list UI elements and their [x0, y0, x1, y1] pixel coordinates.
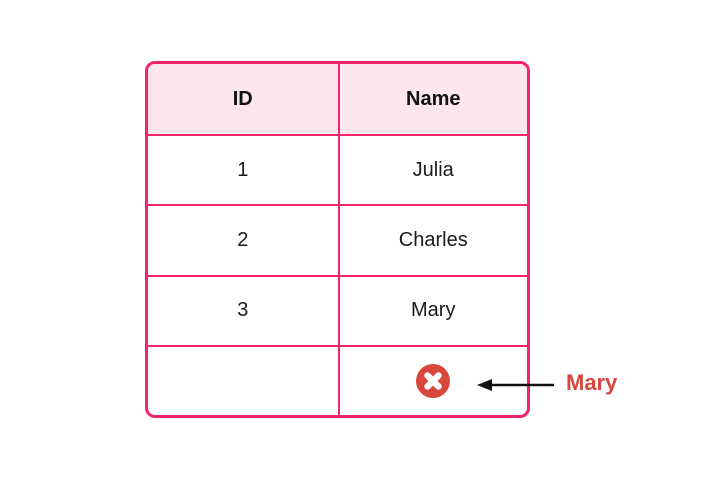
header-cell-name: Name — [337, 64, 527, 135]
cell-value: 3 — [237, 299, 249, 322]
arrow-head — [477, 379, 492, 391]
cell-name-row4-rejected — [337, 344, 527, 415]
error-cross-icon — [416, 363, 451, 398]
cell-name-row3: Mary — [337, 274, 527, 345]
cell-value: Charles — [398, 228, 468, 251]
cross-stroke — [424, 372, 442, 390]
cell-id-row3: 3 — [148, 274, 338, 345]
cell-id-row2: 2 — [148, 204, 338, 274]
cell-value: Julia — [412, 158, 454, 181]
header-label-id: ID — [232, 87, 253, 110]
cell-id-row1: 1 — [148, 134, 338, 204]
cell-id-row4-empty — [148, 344, 338, 415]
header-label-name: Name — [406, 87, 461, 110]
arrow-left-icon — [477, 379, 554, 391]
cell-value: Mary — [411, 299, 456, 322]
header-cell-id: ID — [148, 64, 338, 135]
cell-name-row1: Julia — [337, 134, 527, 205]
database-table: ID Name 1 Julia 2 Charles 3 Mary — [145, 61, 530, 418]
cell-value: 1 — [237, 158, 249, 181]
cell-name-row2: Charles — [337, 204, 527, 275]
annotation-label: Mary — [566, 370, 618, 395]
cell-value: 2 — [237, 228, 249, 251]
